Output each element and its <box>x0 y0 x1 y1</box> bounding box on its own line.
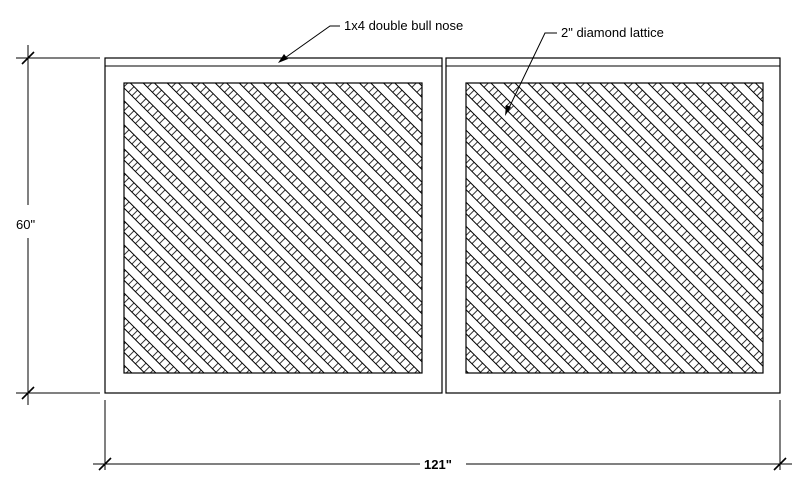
lattice-leader-line <box>506 32 557 113</box>
lattice-arrowhead <box>505 105 511 116</box>
right-lattice-infill <box>465 82 764 374</box>
top-trim-label: 1x4 double bull nose <box>344 18 463 33</box>
left-lattice-infill <box>123 82 423 374</box>
height-dimension: 60" <box>16 45 100 405</box>
lattice-label: 2" diamond lattice <box>561 25 664 40</box>
width-tick-left <box>98 457 112 471</box>
width-dimension: 121" <box>93 400 792 472</box>
right-panel <box>445 57 781 394</box>
height-tick-top <box>21 51 35 65</box>
height-tick-bottom <box>21 386 35 400</box>
top-trim-callout: 1x4 double bull nose <box>278 18 463 63</box>
left-panel <box>104 57 443 394</box>
width-tick-right <box>773 457 787 471</box>
top-trim-arrowhead <box>278 54 288 63</box>
height-label: 60" <box>16 217 35 232</box>
top-trim-leader-line <box>281 25 340 61</box>
width-label: 121" <box>424 457 452 472</box>
lattice-callout: 2" diamond lattice <box>505 25 664 116</box>
